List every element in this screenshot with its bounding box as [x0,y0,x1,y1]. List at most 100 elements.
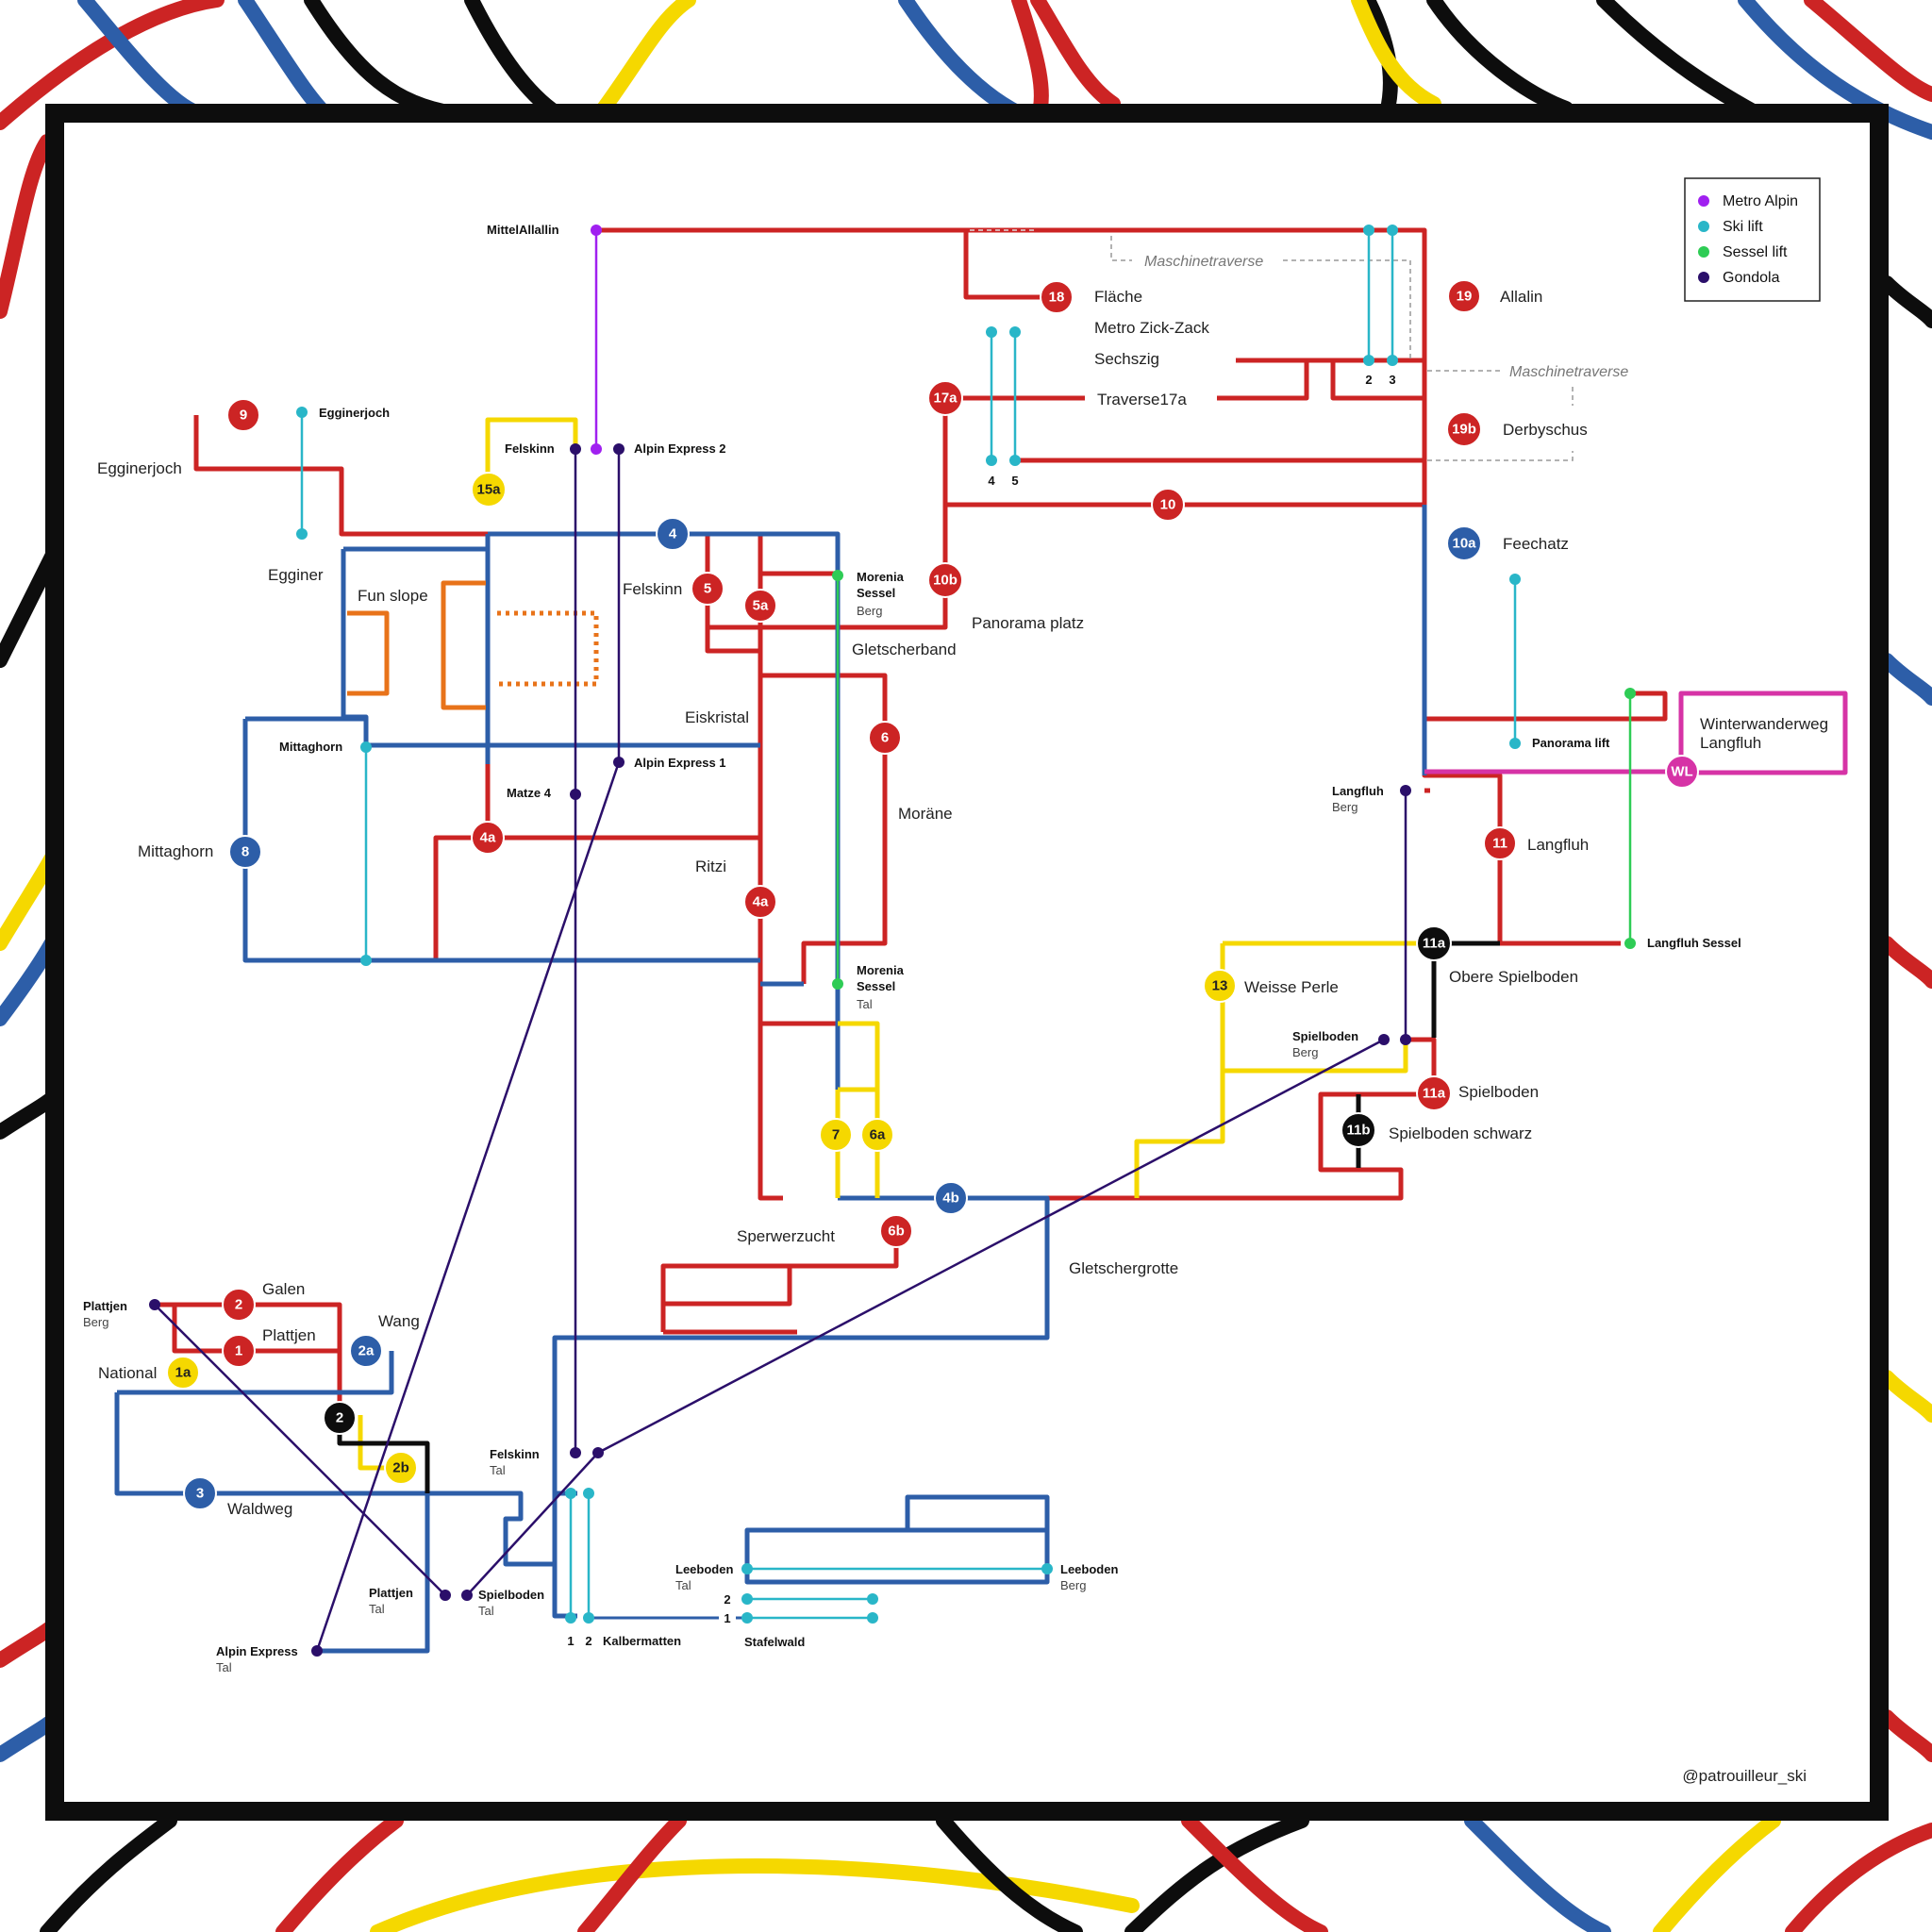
lift-num-2-top: 2 [1365,373,1372,387]
label-wang: Wang [378,1312,420,1330]
label-langfluh-berg-2: Berg [1332,800,1357,814]
winterwanderweg-box [1678,691,1848,775]
badge-label: 1 [235,1343,242,1359]
label-leeboden-berg-2: Berg [1060,1578,1086,1592]
place-labels: MittelAllallin Fläche Metro Zick-Zack Se… [83,223,1828,1674]
label-egginerjoch-top: Egginerjoch [319,406,390,420]
badge-label: 1a [175,1365,192,1381]
label-alpin-express-tal-1: Alpin Express [216,1644,298,1658]
label-maschinetraverse-right: Maschinetraverse [1509,364,1628,380]
badge-11a: 11a [1416,925,1452,961]
label-spielboden-tal-2: Tal [478,1604,494,1618]
label-morenia-berg-2: Sessel [857,586,895,600]
label-ritzi: Ritzi [695,858,726,875]
label-spielboden-schwarz: Spielboden schwarz [1389,1124,1532,1142]
label-spielboden-berg-1: Spielboden [1292,1029,1358,1043]
legend-swatch [1698,195,1709,207]
label-leeboden-tal-1: Leeboden [675,1562,733,1576]
label-derbyschus: Derbyschus [1503,421,1588,439]
label-panorama-platz: Panorama platz [972,614,1084,632]
label-alpin-express-tal-2: Tal [216,1660,232,1674]
badge-3: 3 [183,1476,217,1510]
label-plattjen-berg-2: Berg [83,1315,108,1329]
lift-num-s2: 2 [724,1592,730,1607]
label-metro-zick-zack: Metro Zick-Zack [1094,319,1209,337]
label-spielboden: Spielboden [1458,1083,1539,1101]
label-morenia-tal-3: Tal [857,997,873,1011]
badge-label: 11a [1423,1086,1446,1102]
badge-11a: 11a [1416,1075,1452,1111]
badge-7: 7 [819,1118,853,1152]
label-sechszig: Sechszig [1094,350,1159,368]
label-flaeche: Fläche [1094,288,1142,306]
label-leeboden-berg-1: Leeboden [1060,1562,1118,1576]
badge-label: 8 [242,844,249,860]
label-matze-4: Matze 4 [507,786,552,800]
badge-label: 10a [1452,536,1476,552]
badge-4a: 4a [471,821,505,855]
badge-label: 15a [476,482,501,498]
label-alpin-express-1: Alpin Express 1 [634,756,726,770]
badge-label: 6 [881,730,889,746]
badge-1a: 1a [166,1356,200,1390]
badge-label: 4a [480,830,496,846]
badge-label: 2b [392,1460,409,1476]
label-morenia-berg-3: Berg [857,604,882,618]
badge-4: 4 [656,517,690,551]
legend-swatch [1698,246,1709,258]
label-eiskristal: Eiskristal [685,708,749,726]
label-felskinn-top: Felskinn [505,441,555,456]
badge-5a: 5a [743,589,777,623]
lift-num-s1: 1 [724,1611,730,1625]
legend-label: Gondola [1723,270,1780,286]
label-spielboden-berg-2: Berg [1292,1045,1318,1059]
badge-19b: 19b [1446,411,1482,447]
legend-swatch [1698,221,1709,232]
badge-13: 13 [1203,969,1237,1003]
legend-label: Metro Alpin [1723,193,1798,209]
credit-handle: @patrouilleur_ski [1682,1767,1807,1785]
badge-label: 18 [1049,290,1065,306]
badge-2: 2 [323,1401,357,1435]
badge-label: 11b [1346,1123,1370,1139]
label-sperwerzucht: Sperwerzucht [737,1227,835,1245]
label-morenia-tal-2: Sessel [857,979,895,993]
badge-11: 11 [1483,826,1517,860]
badge-label: 4a [753,894,769,910]
label-gletscherband: Gletscherband [852,641,957,658]
label-egginer: Egginer [268,566,324,584]
badge-2: 2 [222,1288,256,1322]
label-langfluh: Langfluh [1527,836,1589,854]
legend-item: Ski lift [1698,219,1763,235]
badge-17a: 17a [927,380,963,416]
badge-label: 10 [1160,497,1176,513]
lift-stations [149,225,1636,1657]
badge-label: 11 [1492,836,1507,852]
badge-label: 6b [888,1224,905,1240]
badge-WL: WL [1665,755,1699,789]
legend-item: Metro Alpin [1698,193,1798,209]
label-national: National [98,1364,157,1382]
legend-item: Gondola [1698,270,1780,286]
label-morenia-berg-1: Morenia [857,570,905,584]
label-kalbermatten: Kalbermatten [603,1634,681,1648]
label-egginerjoch-left: Egginerjoch [97,459,182,477]
badge-10a: 10a [1446,525,1482,561]
badge-label: 2 [336,1410,343,1426]
badge-11b: 11b [1341,1112,1376,1148]
label-felskinn-tal-1: Felskinn [490,1447,540,1461]
label-feechatz: Feechatz [1503,535,1569,553]
badge-label: 17a [933,391,958,407]
badge-1: 1 [222,1334,256,1368]
label-obere-spielboden: Obere Spielboden [1449,968,1578,986]
label-winterwanderweg-2: Langfluh [1700,734,1761,752]
label-maschinetraverse-top: Maschinetraverse [1144,254,1263,270]
badge-label: 7 [832,1127,840,1143]
badge-label: 19b [1452,422,1476,438]
badge-label: 11a [1423,936,1446,952]
label-allalin: Allalin [1500,288,1542,306]
badge-10: 10 [1151,488,1185,522]
label-weisse-perle: Weisse Perle [1244,978,1339,996]
label-plattjen-tal-2: Tal [369,1602,385,1616]
badge-label: 4b [942,1191,959,1207]
